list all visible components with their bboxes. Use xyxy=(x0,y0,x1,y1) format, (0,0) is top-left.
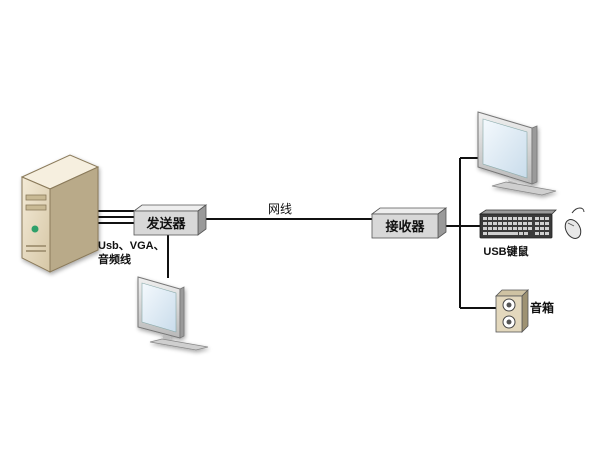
mouse-icon xyxy=(564,207,585,239)
signals-label-line2: 音频线 xyxy=(98,252,131,266)
sender-label: 发送器 xyxy=(145,216,186,232)
keyboard-icon xyxy=(478,209,557,239)
sender-box: 发送器 xyxy=(132,204,208,236)
usb-keyboard-label: USB键鼠 xyxy=(483,244,528,258)
receiver-box: 接收器 xyxy=(370,207,448,239)
signals-label-line1: Usb、VGA、 xyxy=(98,240,165,252)
remote-monitor-icon xyxy=(477,111,557,196)
monitor-icon xyxy=(137,276,209,351)
speaker-label: 音箱 xyxy=(530,300,554,315)
network-cable-label: 网线 xyxy=(268,202,292,216)
speaker-icon xyxy=(495,289,529,333)
server-tower-icon xyxy=(20,154,100,273)
receiver-label: 接收器 xyxy=(385,219,425,235)
